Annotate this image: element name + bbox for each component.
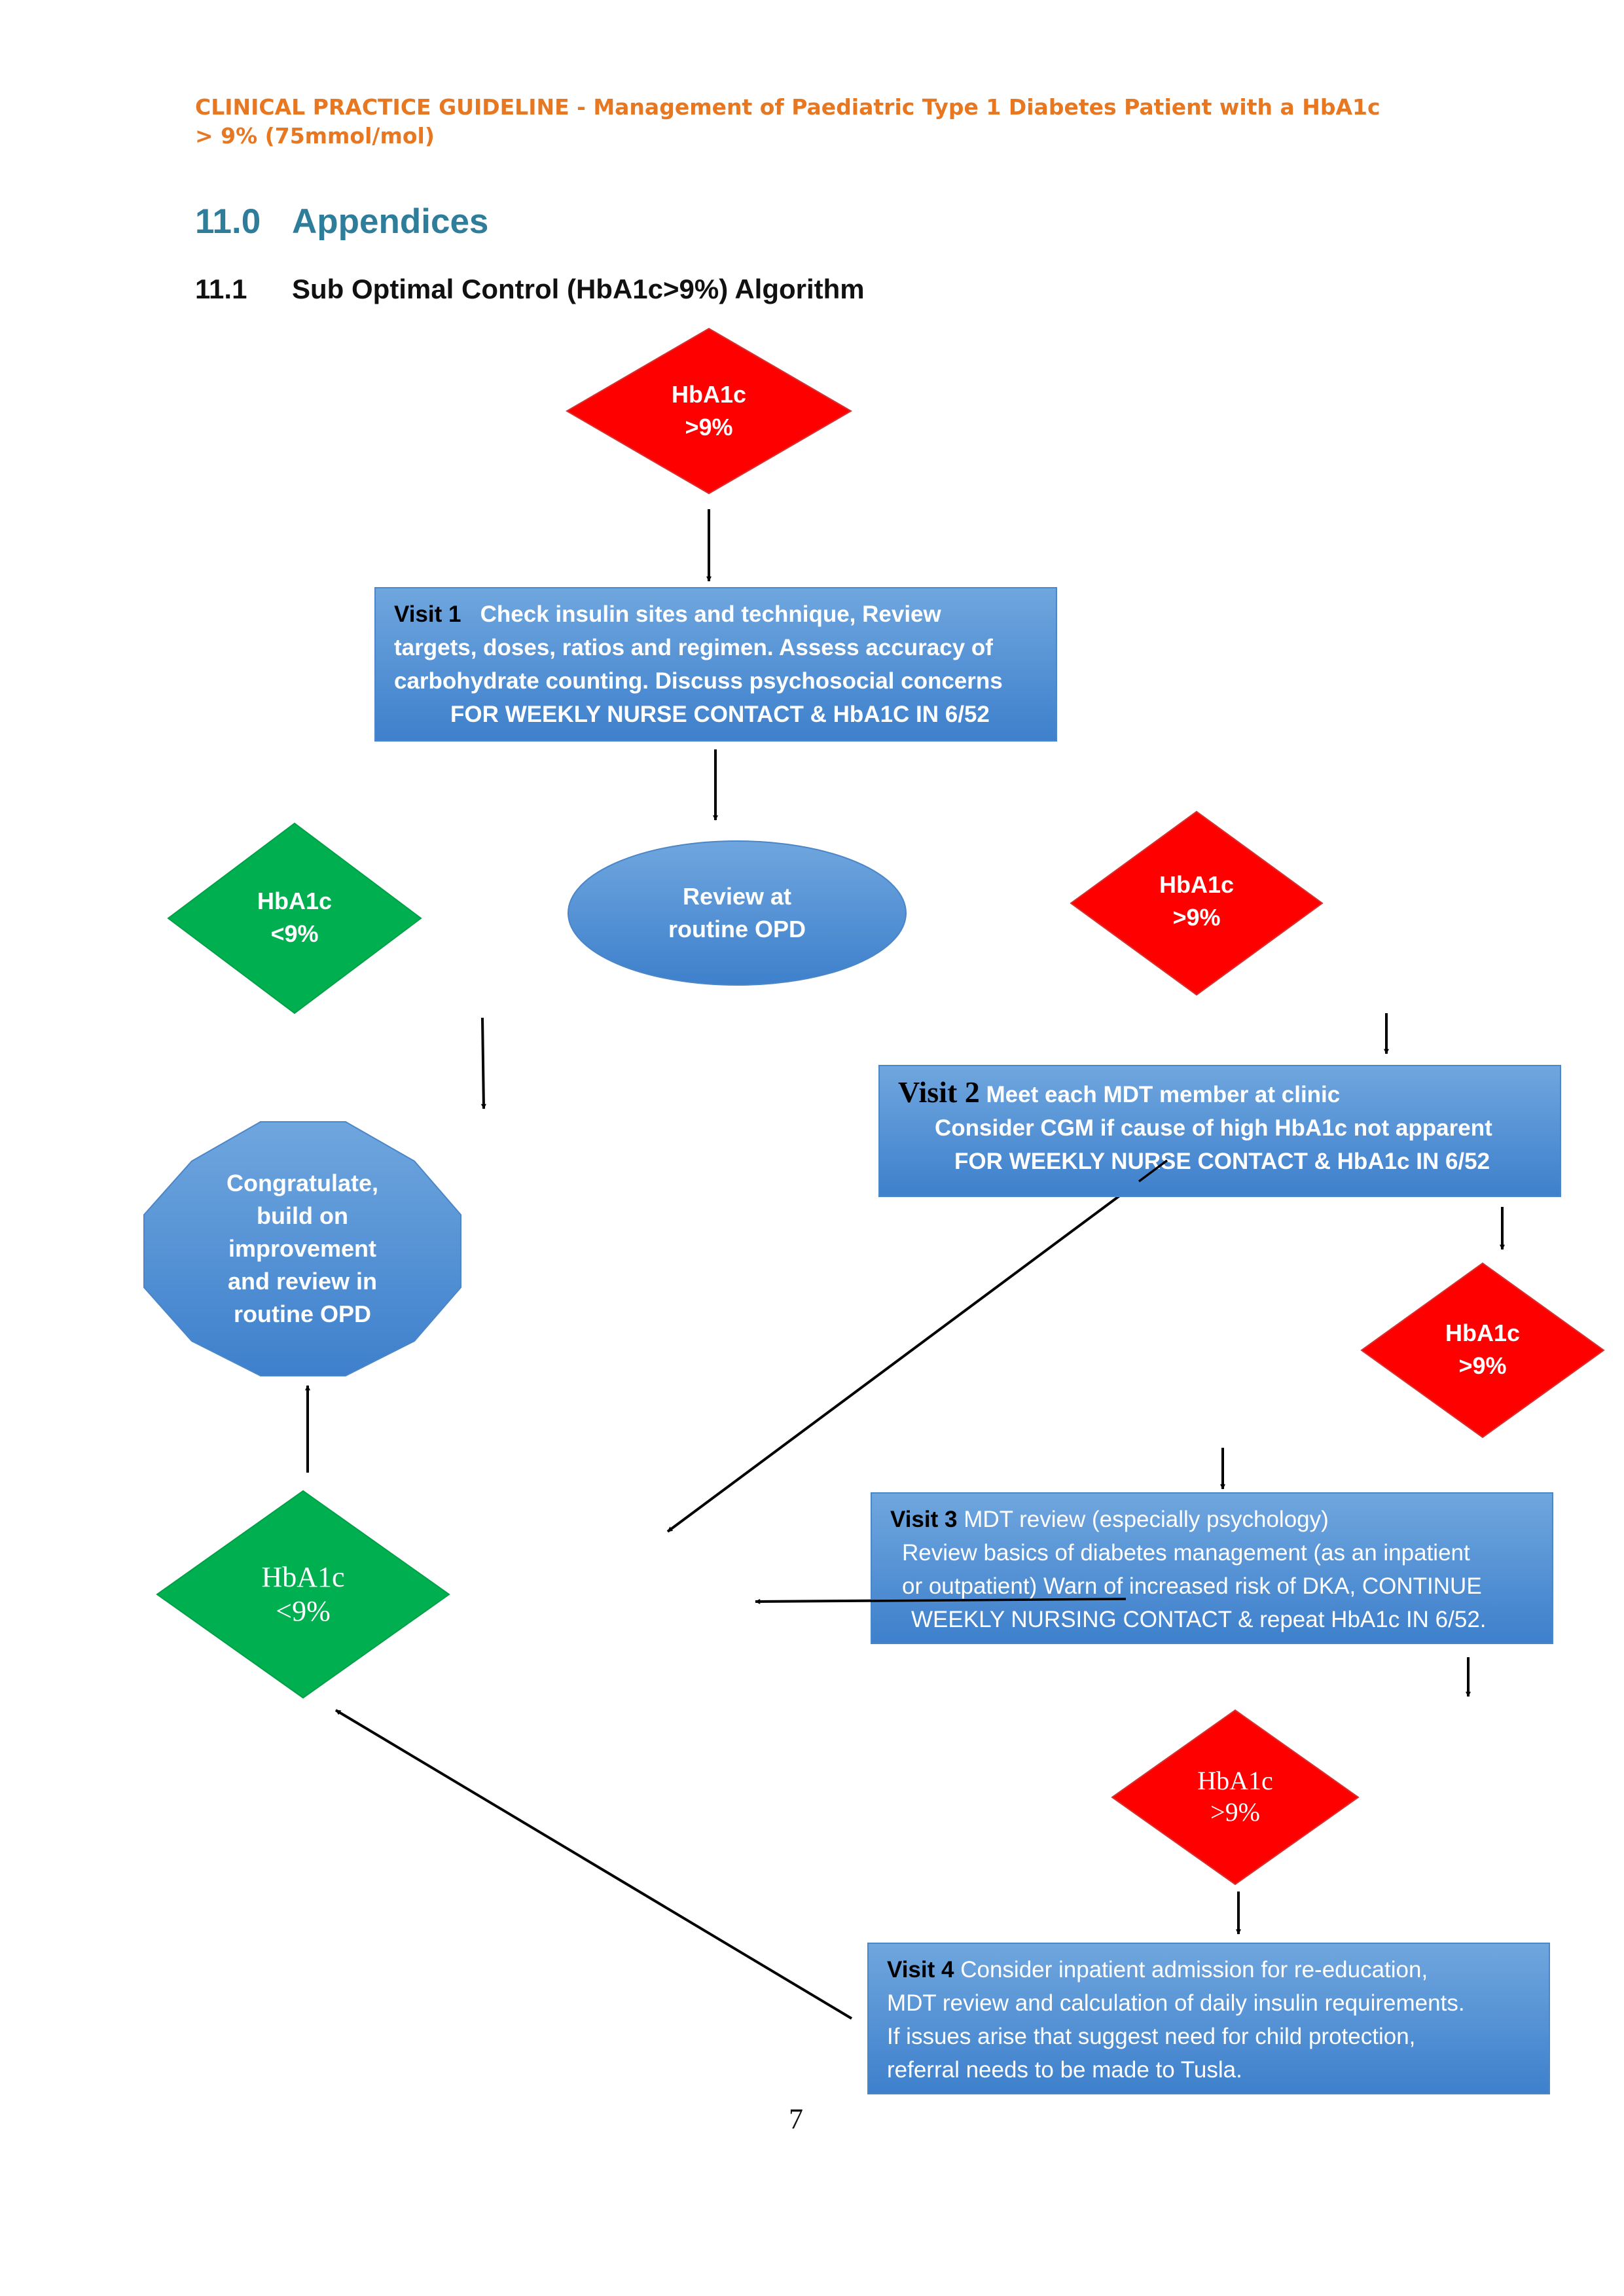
section-heading: 11.0 Appendices	[195, 202, 488, 242]
decision-top-line1: HbA1c	[671, 381, 747, 408]
review-opd-label: Review at routine OPD	[606, 877, 868, 949]
decision-green2-label: HbA1c<9%	[205, 1558, 401, 1631]
visit-3-line3: or outpatient) Warn of increased risk of…	[902, 1573, 1482, 1599]
review-opd-ellipse	[568, 840, 907, 986]
visit-4-line2: MDT review and calculation of daily insu…	[887, 1990, 1465, 2016]
visit-2-line3: FOR WEEKLY NURSE CONTACT & HbA1c IN 6/52	[954, 1149, 1490, 1174]
section-number: 11.0	[195, 202, 261, 241]
visit-3-line4: WEEKLY NURSING CONTACT & repeat HbA1c IN…	[911, 1607, 1487, 1632]
visit-2-key: Visit 2	[898, 1075, 980, 1109]
section-title: Appendices	[292, 202, 489, 241]
visit-4-box: Visit 4 Consider inpatient admission for…	[867, 1943, 1550, 2094]
decision-green1-line2: <9%	[270, 920, 319, 947]
congratulate-decagon	[143, 1121, 461, 1376]
subsection-title: Sub Optimal Control (HbA1c>9%) Algorithm	[292, 274, 865, 304]
decision-red2-label: HbA1c >9%	[1098, 869, 1295, 934]
visit-4-line4: referral needs to be made to Tusla.	[887, 2057, 1242, 2083]
visit-1-line4: FOR WEEKLY NURSE CONTACT & HbA1C IN 6/52	[450, 702, 990, 727]
page-number: 7	[789, 2103, 803, 2135]
visit-4-key: Visit 4	[887, 1957, 954, 1982]
visit-4-line1: Consider inpatient admission for re-educ…	[954, 1957, 1428, 1982]
decision-green1-label: HbA1c <9%	[196, 885, 393, 950]
decision-red3-line1: HbA1c	[1445, 1319, 1521, 1346]
decision-red4-line1: HbA1c	[1197, 1766, 1273, 1795]
visit-1-line2: targets, doses, ratios and regimen. Asse…	[394, 635, 993, 660]
decision-green2-line2: <9%	[276, 1595, 331, 1627]
header-line-1: CLINICAL PRACTICE GUIDELINE - Management…	[195, 94, 1380, 120]
visit-1-key: Visit 1	[394, 601, 461, 627]
congratulate-line2: build on	[257, 1202, 348, 1229]
arrow-visit4-to-green2	[334, 1709, 853, 2020]
visit-1-line3: carbohydrate counting. Discuss psychosoc…	[394, 668, 1003, 694]
congratulate-line5: routine OPD	[233, 1300, 371, 1327]
visit-3-line1: MDT review (especially psychology)	[957, 1507, 1329, 1532]
arrow-visit2-diagonal	[666, 1159, 1168, 1533]
visit-2-line1: Meet each MDT member at clinic	[979, 1082, 1341, 1107]
decision-red-3	[1360, 1262, 1605, 1439]
header-line-2: > 9% (75mmol/mol)	[195, 123, 435, 149]
decision-red4-label: HbA1c>9%	[1137, 1763, 1333, 1831]
decision-red-4	[1111, 1709, 1360, 1886]
visit-4-line3: If issues arise that suggest need for ch…	[887, 2024, 1416, 2049]
visit-1-line1: Check insulin sites and technique, Revie…	[461, 601, 941, 627]
subsection-number: 11.1	[195, 274, 247, 304]
decision-red3-line2: >9%	[1458, 1352, 1507, 1379]
decision-green-1	[167, 822, 422, 1014]
arrow-green1-down	[480, 1017, 486, 1109]
decision-red2-line2: >9%	[1172, 904, 1221, 931]
visit-3-key: Visit 3	[890, 1507, 958, 1532]
visit-2-box: Visit 2 Meet each MDT member at clinic C…	[878, 1065, 1561, 1197]
congratulate-line4: and review in	[227, 1268, 378, 1295]
congratulate-label: Congratulate, build on improvement and r…	[178, 1164, 427, 1334]
review-opd-line2: routine OPD	[668, 916, 806, 942]
decision-green1-line1: HbA1c	[257, 888, 333, 914]
congratulate-line3: improvement	[228, 1235, 377, 1262]
decision-top-line2: >9%	[685, 414, 733, 440]
visit-3-line2: Review basics of diabetes management (as…	[902, 1540, 1470, 1566]
decision-red2-line1: HbA1c	[1159, 871, 1235, 898]
visit-2-line2: Consider CGM if cause of high HbA1c not …	[935, 1115, 1492, 1141]
decision-red-2	[1070, 810, 1324, 996]
decision-top-label: HbA1c >9%	[611, 378, 807, 444]
document-header: CLINICAL PRACTICE GUIDELINE - Management…	[195, 93, 1439, 151]
decision-green-2	[156, 1490, 450, 1699]
subsection-heading: 11.1 Sub Optimal Control (HbA1c>9%) Algor…	[195, 274, 865, 305]
decision-red3-label: HbA1c >9%	[1384, 1317, 1581, 1382]
decision-red4-line2: >9%	[1210, 1797, 1260, 1827]
review-opd-line1: Review at	[682, 883, 792, 910]
visit-3-box: Visit 3 MDT review (especially psycholog…	[871, 1492, 1553, 1644]
visit-1-box: Visit 1 Check insulin sites and techniqu…	[374, 587, 1057, 742]
decision-top-red	[566, 327, 852, 495]
congratulate-line1: Congratulate,	[226, 1170, 378, 1196]
decision-green2-line1: HbA1c	[261, 1561, 345, 1593]
